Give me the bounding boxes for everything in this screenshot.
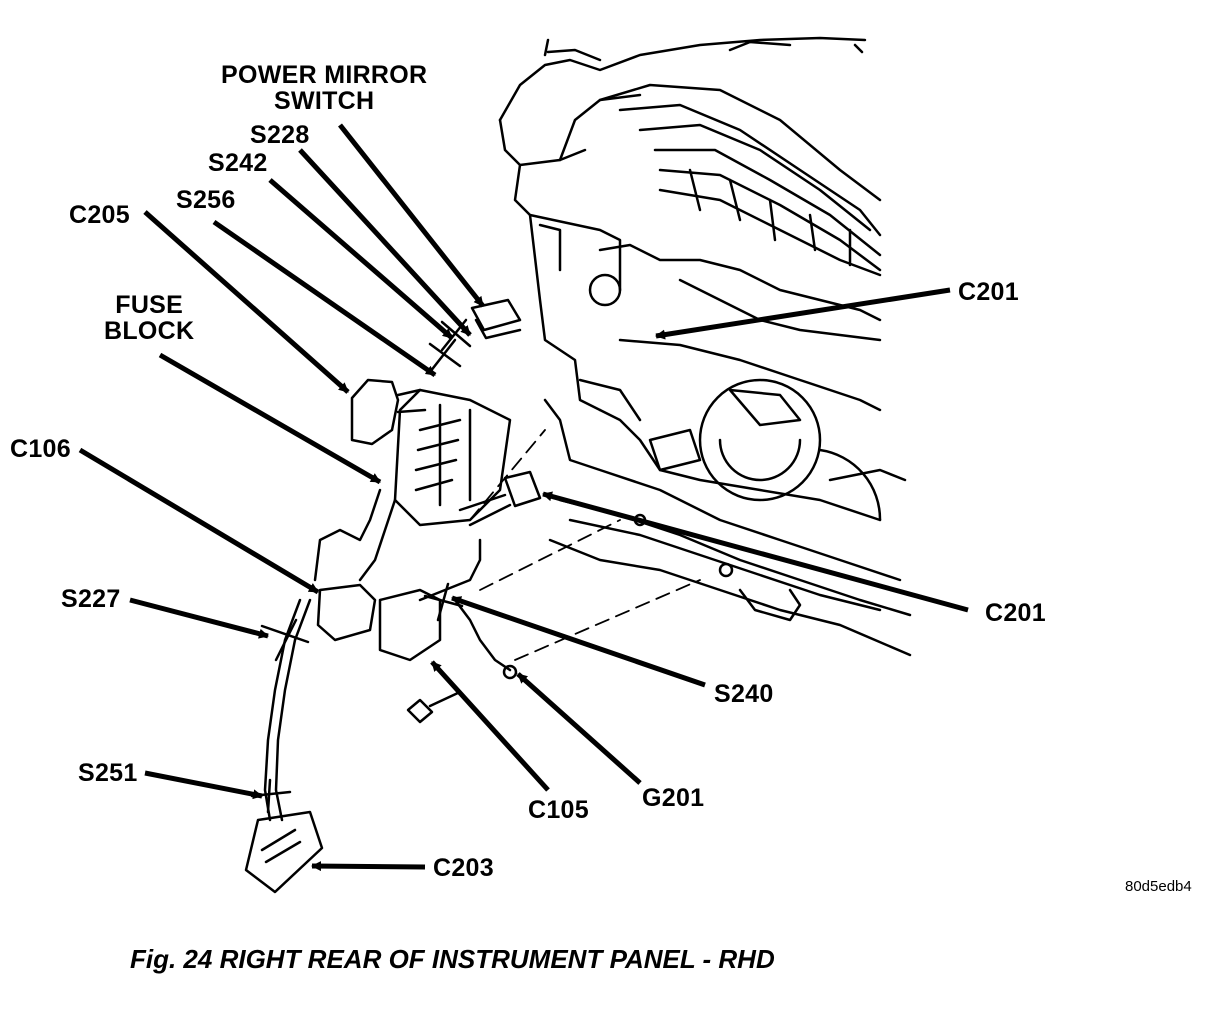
label-g201: G201 [642, 784, 705, 812]
arrow-fuse-block [158, 352, 382, 485]
arrow-g201 [516, 672, 642, 785]
label-s256: S256 [176, 186, 236, 214]
arrow-s256 [212, 219, 437, 378]
label-c205: C205 [69, 201, 130, 229]
label-c201-top: C201 [958, 278, 1019, 306]
label-s240: S240 [714, 680, 774, 708]
arrow-c203 [311, 861, 426, 872]
label-fuse-block-line2: BLOCK [104, 317, 195, 345]
leader-arrows [78, 123, 969, 872]
instrument-panel-structure [498, 36, 912, 657]
arrow-s227 [129, 597, 269, 639]
label-s227: S227 [61, 585, 121, 613]
label-s251: S251 [78, 759, 138, 787]
figure-caption: Fig. 24 RIGHT REAR OF INSTRUMENT PANEL -… [130, 944, 775, 974]
label-fuse-block: FUSE BLOCK [104, 292, 194, 344]
arrow-s228 [298, 148, 472, 337]
arrow-c105 [430, 660, 550, 792]
arrow-c201-bottom [542, 491, 969, 613]
arrow-s242 [268, 178, 454, 340]
arrow-c106 [78, 447, 320, 595]
label-c203: C203 [433, 854, 494, 882]
label-s228: S228 [250, 121, 310, 149]
label-power-mirror-switch: POWER MIRROR SWITCH [221, 62, 427, 114]
label-s242: S242 [208, 149, 268, 177]
image-code: 80d5edb4 [1125, 878, 1192, 895]
label-power-mirror-switch-line1: POWER MIRROR [221, 61, 428, 89]
wiring-harness [244, 298, 701, 894]
label-fuse-block-line1: FUSE [115, 291, 184, 319]
arrow-c205 [143, 210, 350, 394]
arrow-power-mirror-switch [338, 123, 485, 308]
label-c201-bottom: C201 [985, 599, 1046, 627]
arrow-c201-top [655, 287, 951, 340]
label-c106: C106 [10, 435, 71, 463]
arrow-s251 [144, 770, 263, 800]
label-c105: C105 [528, 796, 589, 824]
label-power-mirror-switch-line2: SWITCH [273, 87, 375, 115]
arrow-s240 [451, 595, 706, 688]
